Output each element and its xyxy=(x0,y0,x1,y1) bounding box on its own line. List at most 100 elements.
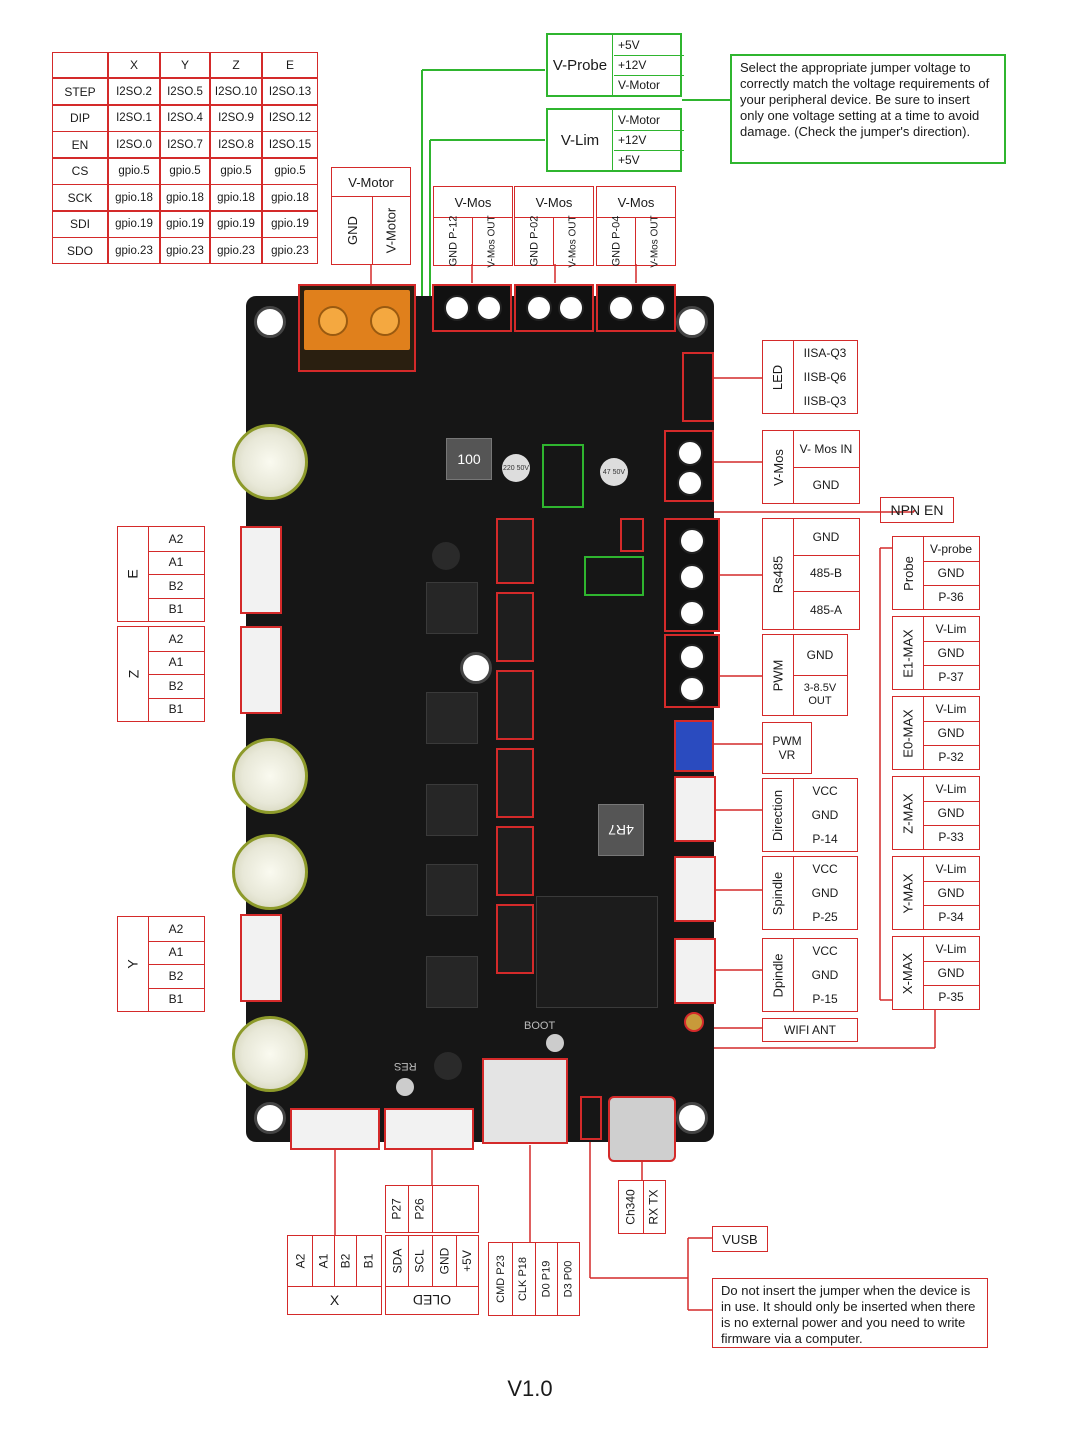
direction-connector[interactable] xyxy=(674,776,716,842)
led-pin: IISA-Q3 xyxy=(803,346,847,360)
reset-button[interactable] xyxy=(396,1078,414,1096)
e1-max-connector[interactable] xyxy=(496,592,534,662)
jumper-note: Select the appropriate jumper voltage to… xyxy=(730,54,1006,164)
table-cell: gpio.18 xyxy=(108,184,160,211)
sd-pin: D0 P19 xyxy=(540,1260,553,1298)
dpindle-connector[interactable] xyxy=(674,938,716,1004)
vmos-terminal-1[interactable] xyxy=(432,284,512,332)
capacitor xyxy=(232,1016,308,1092)
inductor-4r7: 4R7 xyxy=(598,804,644,856)
vmos-pin: V-Mos OUT xyxy=(486,214,498,268)
x-motor-title: X xyxy=(329,1292,340,1308)
ch340-label: Ch340 RX TX xyxy=(618,1180,666,1234)
vlim-jumper-label: V-Lim V-Motor +12V +5V xyxy=(546,108,684,172)
table-cell: I2SO.2 xyxy=(108,78,160,105)
motor-connector-x[interactable] xyxy=(290,1108,380,1150)
capacitor-220: 220 50V xyxy=(502,454,530,482)
motor-connector-e[interactable] xyxy=(240,526,282,614)
table-cell: gpio.18 xyxy=(262,184,318,211)
led-connector[interactable] xyxy=(682,352,714,422)
vmos-in-pin: V- Mos IN xyxy=(793,431,859,468)
motor-connector-z[interactable] xyxy=(240,626,282,714)
led-pin: IISB-Q3 xyxy=(803,394,847,408)
x-max-connector[interactable] xyxy=(496,904,534,974)
vmos-pin: GND P-04 xyxy=(610,215,622,267)
motor-connector-y[interactable] xyxy=(240,914,282,1002)
pwm-vr-label: PWM VR xyxy=(762,722,812,774)
ch340-pin: RX TX xyxy=(647,1189,661,1225)
e0-max-connector[interactable] xyxy=(496,670,534,740)
power-input-title: V-Motor xyxy=(332,168,410,197)
table-cell: I2SO.7 xyxy=(160,131,210,158)
oled-pins-top: P27 P26 xyxy=(385,1185,479,1233)
spindle-pin: VCC xyxy=(812,862,838,876)
sd-card-slot[interactable] xyxy=(482,1058,568,1144)
spindle-connector[interactable] xyxy=(674,856,716,922)
npn-en-jumper[interactable] xyxy=(620,518,644,552)
endstop-pin: V-Lim xyxy=(923,697,979,722)
vlim-jumper-block[interactable] xyxy=(584,556,644,596)
driver-chip xyxy=(426,784,478,836)
endstop-pin: P-33 xyxy=(938,830,964,844)
power-terminal[interactable] xyxy=(298,284,416,372)
endstop-pin: P-37 xyxy=(938,670,964,684)
probe-connector[interactable] xyxy=(496,518,534,584)
endstop-title: Z-MAX xyxy=(900,792,916,834)
x-motor-pin: A1 xyxy=(316,1253,330,1269)
boot-button[interactable] xyxy=(546,1034,564,1052)
vmos-in-terminal[interactable] xyxy=(664,430,714,502)
pwm-label: PWM GND 3-8.5V OUT xyxy=(762,634,848,716)
dpindle-pin: GND xyxy=(811,968,839,982)
vlim-option: +12V xyxy=(614,130,684,151)
vprobe-jumper-block[interactable] xyxy=(542,444,584,508)
pwm-terminal[interactable] xyxy=(664,634,720,708)
pwm-potentiometer[interactable] xyxy=(674,720,714,772)
ch340-pin: Ch340 xyxy=(624,1189,638,1225)
mount-hole xyxy=(460,652,492,684)
direction-pin: GND xyxy=(811,808,839,822)
rs485-pin: GND xyxy=(793,519,859,556)
table-cell: I2SO.9 xyxy=(210,104,262,132)
oled-top-pin: P27 xyxy=(389,1198,404,1220)
table-cell: gpio.23 xyxy=(262,237,318,264)
usb-jumper-note: Do not insert the jumper when the device… xyxy=(712,1278,988,1348)
vmos-terminal-3[interactable] xyxy=(596,284,676,332)
z-max-connector[interactable] xyxy=(496,748,534,818)
vmos-pin: GND P-02 xyxy=(528,215,540,267)
dpindle-pin: P-15 xyxy=(812,992,838,1006)
y-max-connector[interactable] xyxy=(496,826,534,896)
table-cell: I2SO.13 xyxy=(262,78,318,105)
version-label: V1.0 xyxy=(507,1376,553,1401)
table-cell: gpio.5 xyxy=(262,157,318,185)
npn-en-title: NPN EN xyxy=(890,502,944,518)
led-title: LED xyxy=(770,364,786,390)
spindle-label: Spindle VCC GND P-25 xyxy=(762,856,858,930)
capacitor-47: 47 50V xyxy=(600,458,628,486)
usb-boot-jumper[interactable] xyxy=(580,1096,602,1140)
usb-c-port[interactable] xyxy=(608,1096,676,1162)
vmos-in-pin: GND xyxy=(812,478,840,492)
wifi-module xyxy=(536,896,658,1008)
vprobe-title: V-Probe xyxy=(548,35,613,95)
motor-pin: A1 xyxy=(148,941,204,965)
endstop-pin: P-35 xyxy=(938,990,964,1004)
motor-title: Z xyxy=(125,669,141,679)
endstop-pin: GND xyxy=(923,881,979,906)
vusb-label: VUSB xyxy=(712,1226,768,1252)
endstop-title: Y-MAX xyxy=(900,873,916,913)
rs485-terminal[interactable] xyxy=(664,518,720,632)
vprobe-option: +5V xyxy=(614,35,684,56)
oled-pin: +5V xyxy=(460,1250,474,1272)
wifi-ant-connector[interactable] xyxy=(684,1012,704,1032)
table-cell: I2SO.15 xyxy=(262,131,318,158)
oled-connector[interactable] xyxy=(384,1108,474,1150)
res-label: RES xyxy=(394,1060,417,1072)
table-row-label: SCK xyxy=(52,184,108,211)
table-row-label: EN xyxy=(52,131,108,158)
rs485-label: Rs485 GND 485-B 485-A xyxy=(762,518,860,630)
vmos-terminal-2[interactable] xyxy=(514,284,594,332)
table-header: Z xyxy=(210,52,262,78)
vmos-output-3: V-Mos GND P-04 V-Mos OUT xyxy=(596,186,676,267)
